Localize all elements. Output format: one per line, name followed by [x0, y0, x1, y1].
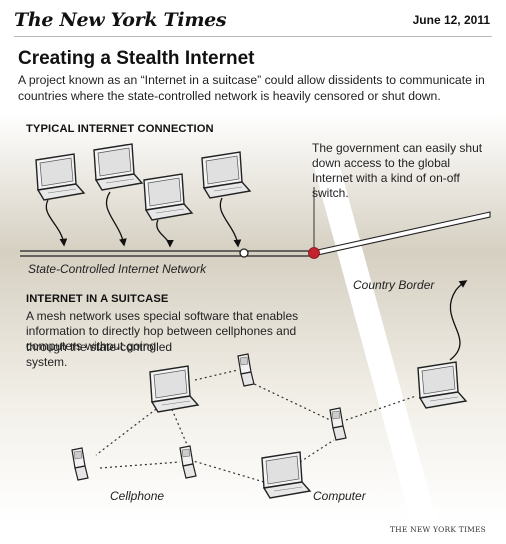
- mesh-description-line2: through the state-controlled system.: [26, 340, 173, 369]
- gov-switch-note: The government can easily shut down acce…: [312, 141, 483, 200]
- outbound-arrow: [449, 280, 468, 361]
- computer-label: Computer: [313, 489, 366, 503]
- uplink-arrows: [45, 191, 242, 248]
- cellphone-label: Cellphone: [110, 489, 165, 503]
- network-node: [239, 248, 249, 258]
- intro-text: A project known as an “Internet in a sui…: [18, 73, 485, 103]
- masthead-logo: The New York Times: [14, 9, 227, 31]
- state-network-label: State-Controlled Internet Network: [28, 262, 207, 276]
- mesh-links: [95, 369, 417, 483]
- page-title: Creating a Stealth Internet: [18, 48, 255, 69]
- header-divider: [14, 36, 492, 37]
- publication-date: June 12, 2011: [412, 13, 490, 27]
- off-switch-icon: [308, 247, 320, 259]
- country-border-label: Country Border: [353, 278, 435, 292]
- suitcase-heading: INTERNET IN A SUITCASE: [26, 293, 169, 305]
- typical-connection-heading: TYPICAL INTERNET CONNECTION: [26, 123, 214, 135]
- credit-line: THE NEW YORK TIMES: [389, 525, 486, 534]
- country-border-band: [312, 160, 438, 525]
- mesh-description-line1: A mesh network uses special software tha…: [26, 309, 299, 353]
